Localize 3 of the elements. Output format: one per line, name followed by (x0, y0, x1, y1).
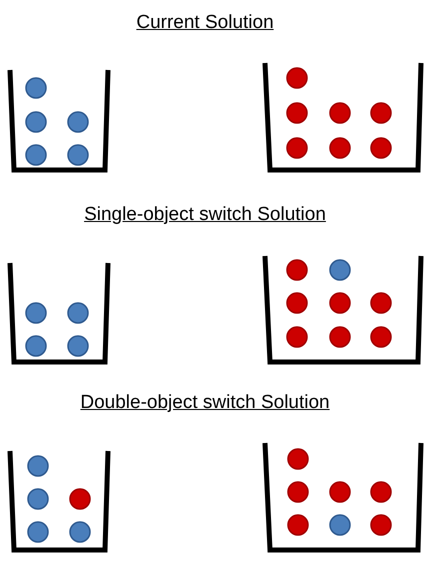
section-heading: Double-object switch Solution (80, 392, 330, 413)
section-heading: Current Solution (136, 12, 274, 33)
section-heading: Single-object switch Solution (84, 204, 326, 225)
